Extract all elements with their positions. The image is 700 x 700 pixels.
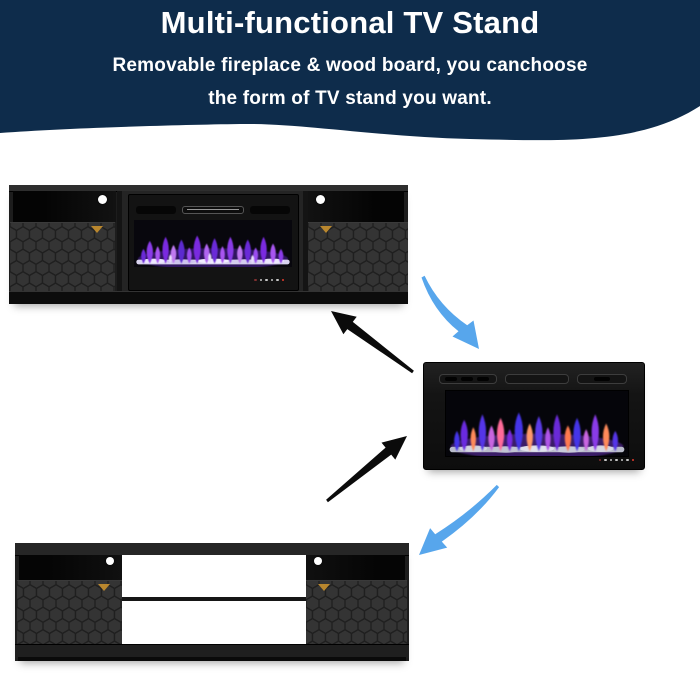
- page-title: Multi-functional TV Stand: [160, 5, 540, 40]
- hex-cabinet-door-right: [306, 580, 407, 645]
- installed-fireplace-insert: [128, 194, 299, 291]
- stand-bottom-frame: [15, 644, 409, 658]
- vent-grille-icon: [182, 206, 244, 214]
- hex-cabinet-door-left: [17, 580, 122, 645]
- tv-stand-open-center: [15, 543, 409, 661]
- hex-cabinet-door-left: [10, 222, 115, 293]
- vent-slot-icon: [136, 206, 176, 214]
- white-knob: [316, 195, 325, 204]
- blue-arrow-down-left-icon: [419, 484, 500, 555]
- blue-arrow-down-right-icon: [421, 275, 479, 349]
- vent-slot-icon: [439, 374, 497, 384]
- subtitle-line-1: Removable fireplace & wood board, you ca…: [112, 55, 588, 76]
- hex-cabinet-door-right: [308, 222, 408, 293]
- stand-base: [9, 291, 408, 304]
- black-arrow-up-left-icon: [331, 311, 414, 374]
- control-buttons: [254, 278, 284, 281]
- open-shelf-left: [19, 555, 122, 580]
- tv-stand-with-fireplace: [9, 185, 408, 304]
- white-knob: [106, 557, 114, 565]
- open-shelf-right: [307, 191, 404, 222]
- vent-slot-icon: [250, 206, 290, 214]
- black-arrow-up-right-icon: [326, 436, 407, 503]
- control-buttons: [598, 458, 634, 461]
- flame-screen: [134, 220, 292, 267]
- open-shelf-right: [306, 555, 405, 580]
- vent-slot-icon: [577, 374, 627, 384]
- header-wave-background: [0, 0, 700, 141]
- gold-handle-icon: [320, 226, 332, 233]
- open-shelf-left: [13, 191, 116, 222]
- flame-screen: [445, 390, 629, 457]
- header-wave-shape: [0, 0, 700, 141]
- stand-base: [18, 657, 406, 661]
- open-center-compartment: [119, 555, 309, 644]
- middle-wood-board: [119, 597, 309, 601]
- vent-slot-icon: [505, 374, 569, 384]
- gold-handle-icon: [98, 584, 110, 591]
- white-knob: [314, 557, 322, 565]
- gold-handle-icon: [318, 584, 330, 591]
- fireplace-recess: [117, 191, 308, 292]
- fireplace-insert: [423, 362, 645, 470]
- gold-handle-icon: [91, 226, 103, 233]
- white-knob: [98, 195, 107, 204]
- subtitle-line-2: the form of TV stand you want.: [208, 88, 492, 109]
